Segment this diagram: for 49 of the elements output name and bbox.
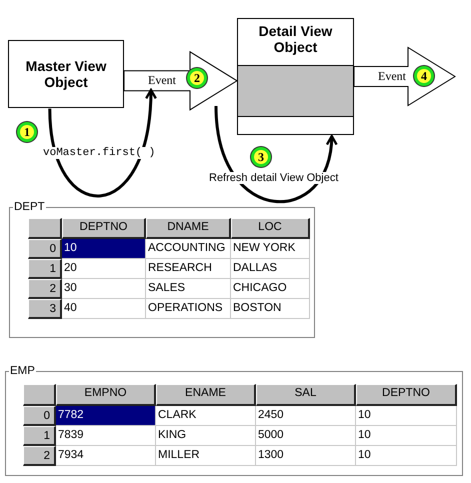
- table-cell: ACCOUNTING: [146, 239, 231, 259]
- curved-arrow: [214, 106, 337, 203]
- edge-label: Refresh detail View Object: [208, 172, 340, 184]
- column-header: LOC: [231, 218, 310, 239]
- table-cell: CLARK: [156, 406, 256, 426]
- table-cell: 7934: [56, 446, 156, 466]
- column-header: DEPTNO: [356, 384, 457, 406]
- table-cell: CHICAGO: [231, 279, 310, 299]
- table-cell: 10: [62, 239, 146, 259]
- process-box: [237, 18, 354, 135]
- row-header: 1: [28, 259, 62, 279]
- table-cell: NEW YORK: [231, 239, 310, 259]
- table-cell: 30: [62, 279, 146, 299]
- table-cell: 5000: [256, 426, 356, 446]
- row-header: 0: [28, 239, 62, 259]
- row-header: 3: [28, 299, 62, 319]
- edge-label: voMaster.first( ): [42, 147, 156, 159]
- column-header: SAL: [256, 384, 356, 406]
- column-header: ENAME: [156, 384, 256, 406]
- table-cell: OPERATIONS: [146, 299, 231, 319]
- table-cell: 20: [62, 259, 146, 279]
- table-cell: 10: [356, 406, 457, 426]
- table-cell: SALES: [146, 279, 231, 299]
- table-cell: 40: [62, 299, 146, 319]
- column-header: DEPTNO: [62, 218, 146, 239]
- table-cell: 7782: [56, 406, 156, 426]
- curved-arrow: [48, 88, 156, 198]
- table-cell: 1300: [256, 446, 356, 466]
- number-badge: 3: [251, 147, 271, 167]
- row-header: 0: [23, 406, 56, 426]
- column-header: DNAME: [146, 218, 231, 239]
- number-badge: 4: [414, 66, 434, 86]
- table-cell: MILLER: [156, 446, 256, 466]
- table-cell: 10: [356, 446, 457, 466]
- table-cell: RESEARCH: [146, 259, 231, 279]
- box-heading: Detail View Object: [258, 23, 334, 55]
- table-cell: 2450: [256, 406, 356, 426]
- table-cell: 7839: [56, 426, 156, 446]
- table-cell: KING: [156, 426, 256, 446]
- table-cell: BOSTON: [231, 299, 310, 319]
- row-header: 2: [23, 446, 56, 466]
- number-badge: 2: [187, 68, 207, 88]
- row-header: 2: [28, 279, 62, 299]
- row-header: 1: [23, 426, 56, 446]
- column-header: EMPNO: [56, 384, 156, 406]
- number-badge: 1: [17, 122, 37, 142]
- process-box: Master View Object: [8, 40, 124, 108]
- table-cell: 10: [356, 426, 457, 446]
- table-cell: DALLAS: [231, 259, 310, 279]
